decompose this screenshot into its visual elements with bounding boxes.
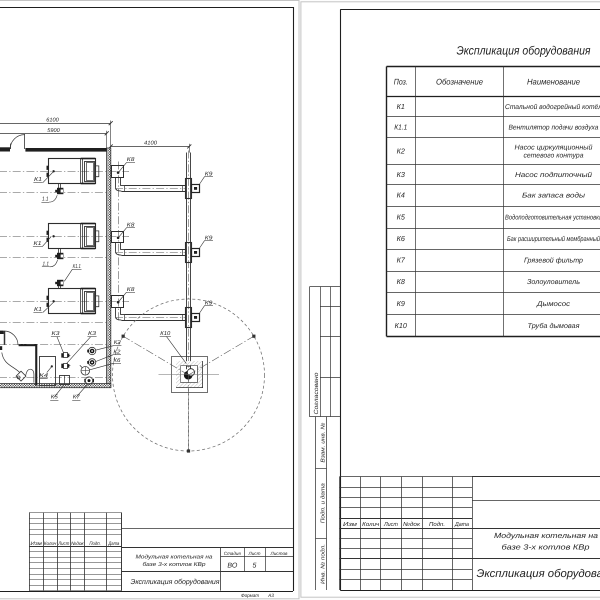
svg-text:К5: К5 [51,395,59,401]
svg-text:К9: К9 [205,300,213,306]
svg-text:Инв. № подл.: Инв. № подл. [319,544,326,584]
svg-text:сетевого контура: сетевого контура [524,153,584,160]
svg-text:ВО: ВО [227,563,238,570]
svg-text:1.1: 1.1 [43,261,50,267]
svg-text:базе 3-х котлов КВр: базе 3-х котлов КВр [502,542,590,551]
svg-text:К1.1: К1.1 [73,264,81,270]
svg-text:1.1: 1.1 [42,197,49,203]
svg-text:Изм: Изм [30,541,42,547]
svg-text:Экспликация оборудования: Экспликация оборудования [131,577,220,586]
svg-text:Бак расширительный мембранный: Бак расширительный мембранный [507,235,600,243]
svg-text:базе 3-х котлов КВр: базе 3-х котлов КВр [143,561,206,568]
svg-text:К3: К3 [397,170,405,179]
svg-text:Насос циркуляционный: Насос циркуляционный [515,143,593,151]
svg-text:4100: 4100 [144,141,158,147]
svg-text:Взам. инв. №: Взам. инв. № [320,423,326,463]
svg-text:Подп.: Подп. [89,541,101,547]
svg-text:К9: К9 [205,171,213,177]
svg-text:К7: К7 [73,395,81,401]
svg-text:Лист: Лист [57,541,69,547]
svg-text:Лист: Лист [383,522,398,528]
svg-text:К4: К4 [397,191,405,200]
svg-text:К3: К3 [88,331,97,337]
svg-text:Водоподготовительная установка: Водоподготовительная установка [505,214,600,222]
svg-text:Экспликация оборудования: Экспликация оборудования [477,568,600,580]
svg-text:Колич: Колич [44,541,57,547]
svg-text:Поз.: Поз. [394,77,408,86]
svg-text:Лист: Лист [247,551,260,556]
svg-text:Подп. и дата: Подп. и дата [319,483,326,523]
svg-text:Наименование: Наименование [527,77,580,86]
svg-text:К4: К4 [39,373,48,379]
svg-text:Подп.: Подп. [429,521,445,528]
svg-text:Формат: Формат [241,593,259,599]
svg-text:Обозначение: Обозначение [436,77,483,86]
svg-text:К2: К2 [397,146,405,155]
svg-text:Согласовано: Согласовано [313,372,320,415]
svg-text:К2: К2 [114,340,122,346]
svg-text:Вентилятор подачи воздуха: Вентилятор подачи воздуха [509,123,599,131]
svg-text:Изм: Изм [343,522,357,528]
svg-text:Стадия: Стадия [224,551,242,556]
svg-text:К2: К2 [113,349,121,355]
svg-text:Листов: Листов [269,551,288,556]
svg-text:Дата: Дата [454,522,470,528]
svg-text:К1.1: К1.1 [394,122,407,131]
svg-text:Насос подпиточный: Насос подпиточный [515,171,592,179]
svg-text:Колич: Колич [362,522,379,528]
svg-text:К3: К3 [52,331,61,337]
svg-text:5: 5 [253,563,257,570]
svg-text:К1: К1 [34,177,42,183]
svg-text:К1: К1 [34,307,42,313]
svg-text:К1: К1 [397,102,405,111]
svg-text:К9: К9 [205,235,213,241]
svg-text:К7: К7 [397,256,406,265]
svg-text:Дата: Дата [107,541,119,547]
svg-text:К8: К8 [397,277,405,286]
svg-text:Золоуловитель: Золоуловитель [527,279,580,286]
svg-text:Стальной водогрейный котёл: Стальной водогрейный котёл [505,103,600,111]
svg-text:К10: К10 [395,321,407,330]
svg-text:5900: 5900 [47,128,60,134]
svg-text:Грязевой фильтр: Грязевой фильтр [524,257,583,265]
svg-text:К6: К6 [113,358,121,364]
svg-text:№док: №док [403,521,420,528]
svg-text:Модульная котельная на: Модульная котельная на [494,531,598,540]
svg-text:Бак запаса воды: Бак запаса воды [522,192,586,200]
svg-text:К1: К1 [34,241,42,247]
svg-text:К5: К5 [397,213,406,222]
svg-text:№док: №док [71,541,84,547]
svg-text:К8: К8 [127,222,136,228]
svg-text:К8: К8 [127,157,136,163]
svg-text:А3: А3 [267,593,274,599]
svg-text:К9: К9 [397,299,405,308]
svg-text:Труба дымовая: Труба дымовая [528,322,580,330]
svg-text:Модульная котельная на: Модульная котельная на [136,553,213,560]
svg-text:Дымосос: Дымосос [536,301,571,308]
svg-text:К6: К6 [397,234,405,243]
svg-text:Экспликация оборудования: Экспликация оборудования [457,44,592,58]
svg-text:К10: К10 [160,331,171,337]
svg-text:6100: 6100 [46,118,59,124]
svg-text:К8: К8 [127,287,136,293]
